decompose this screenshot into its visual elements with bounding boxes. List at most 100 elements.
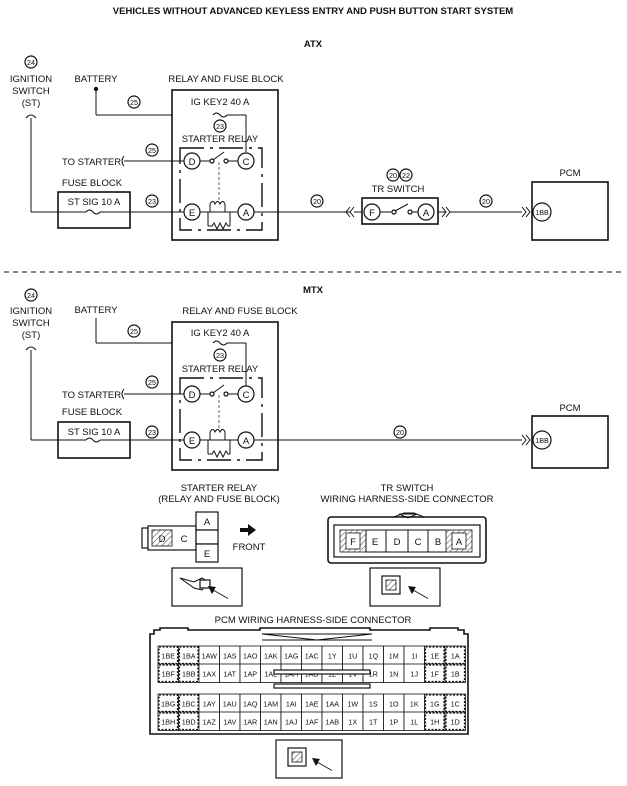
pcm-pin-label: 1AB [325,717,339,726]
pcm-pin-label: 1X [348,717,357,726]
battery-label: BATTERY [75,74,119,85]
terminal-e-label: E [189,208,195,219]
resistor-icon-mtx [208,449,230,459]
pcm-pin-label: 1F [431,669,440,678]
pcm-pin-label: 1O [389,699,399,708]
ref-circle-22 [399,168,413,182]
ref-25b: 25 [148,146,156,155]
tr-pin-e: E [372,537,378,548]
pcm-pin-label: 1I [411,651,417,660]
ignition-label-mtx-2: SWITCH [12,318,50,329]
tr-terminal-a-label: A [423,208,430,219]
relay-fuse-block-label-mtx: RELAY AND FUSE BLOCK [182,306,298,317]
ref-circle-20 [310,194,324,208]
relay-pin-c: C [181,534,188,545]
ref-circle-20c [479,194,493,208]
fuse-icon [212,112,228,118]
pcm-pin-label: 1AS [223,651,237,660]
ignition-label-2: SWITCH [12,86,50,97]
pcm-pin-label: 1J [410,669,418,678]
pcm-pin-label: 1BB [182,669,196,678]
pcm-pin-cell [444,711,466,731]
pcm-pin-label: 1AU [223,699,237,708]
ig-key2-label-mtx: IG KEY2 40 A [191,328,250,339]
ref-23-mtx: 23 [216,351,224,360]
ref-23: 23 [216,122,224,131]
pcm-pin-label: 1P [389,717,398,726]
relay-pin-e: E [204,549,210,560]
pcm-pin-label: 1AK [264,651,278,660]
atx-section: ATX 24 IGNITION SWITCH (ST) BATTERY 25 R… [10,39,609,241]
pcm-pin-label: 1E [430,651,439,660]
fuse-icon-mtx [212,340,228,346]
ref-20c: 20 [482,197,490,206]
pcm-pin-label: 1D [451,717,460,726]
ref-circle-23 [213,119,227,133]
pcm-pin-label: 1AO [243,651,258,660]
relay-pin-d: D [159,534,166,545]
pcm-pin-label: 1Q [368,651,378,660]
front-arrow-icon [240,524,256,536]
ref-25: 25 [130,98,138,107]
terminal-a-mtx-label: A [243,436,250,447]
pcm-connector-title: PCM WIRING HARNESS-SIDE CONNECTOR [215,615,412,626]
tr-pin-c: C [415,537,422,548]
ref-24-mtx: 24 [27,291,35,300]
pcm-terminal-mtx-label: 1BB [535,436,549,445]
ref-23b-mtx: 23 [148,428,156,437]
pcm-label-mtx: PCM [559,403,580,414]
ref-circle-23b-mtx [145,425,159,439]
atx-label: ATX [304,39,323,50]
pcm-pin-label: 1BG [161,699,176,708]
pcm-terminal-mtx [532,430,552,450]
mtx-section: MTX 24 IGNITION SWITCH (ST) BATTERY 25 R… [10,285,609,471]
pcm-pin-label: 1AP [243,669,257,678]
pcm-pin-label: 1BD [182,717,196,726]
pcm-pin-label: 1AM [263,699,278,708]
pcm-pin-label: 1U [348,651,357,660]
ref-circle-25 [127,95,141,109]
terminal-c-mtx-label: C [243,390,250,401]
tr-connector-subtitle: WIRING HARNESS-SIDE CONNECTOR [321,494,494,505]
ref-24: 24 [27,58,35,67]
to-starter-label: TO STARTER [62,157,121,168]
tr-switch-label: TR SWITCH [372,184,425,195]
st-sig-label-mtx: ST SIG 10 A [68,427,121,438]
pcm-pin-label: 1BA [182,651,196,660]
pcm-pin-label: 1AF [305,717,319,726]
tr-pin-a: A [456,537,463,548]
ignition-label-mtx-3: (ST) [22,330,40,341]
pcm-pin-label: 1AN [264,717,278,726]
pcm-pin-label: 1S [369,699,378,708]
pcm-pin-label: 1AA [325,699,339,708]
pcm-label: PCM [559,168,580,179]
tr-switch-connector: TR SWITCH WIRING HARNESS-SIDE CONNECTOR … [321,483,494,607]
connector-view-icon [179,577,228,599]
ref-23b: 23 [148,197,156,206]
pcm-pin-label: 1AL [264,669,277,678]
pcm-pin-label: 1A [451,651,460,660]
tr-pin-b: B [435,537,441,548]
pcm-pin-label: 1L [410,717,418,726]
relay-pin-a: A [204,517,211,528]
pcm-pin-label: 1AV [223,717,236,726]
ignition-label-mtx: IGNITION [10,306,52,317]
pcm-pin-label: 1BF [162,669,176,678]
pcm-pin-label: 1BC [182,699,196,708]
tr-pin-f: F [350,537,356,548]
tr-connector-title: TR SWITCH [381,483,434,494]
ignition-label: IGNITION [10,74,52,85]
pcm-pin-label: 1AQ [243,699,258,708]
pcm-pin-label: 1AX [202,669,216,678]
to-starter-label-mtx: TO STARTER [62,390,121,401]
ref-circle-24 [24,55,38,69]
pcm-pin-label: 1T [369,717,378,726]
terminal-a-label: A [243,208,250,219]
resistor-icon [208,221,230,231]
ref-20: 20 [313,197,321,206]
starter-relay-label-mtx: STARTER RELAY [182,364,259,375]
pcm-terminal [532,202,552,222]
starter-relay-label: STARTER RELAY [182,134,259,145]
pcm-pin-label: 1AJ [285,717,298,726]
